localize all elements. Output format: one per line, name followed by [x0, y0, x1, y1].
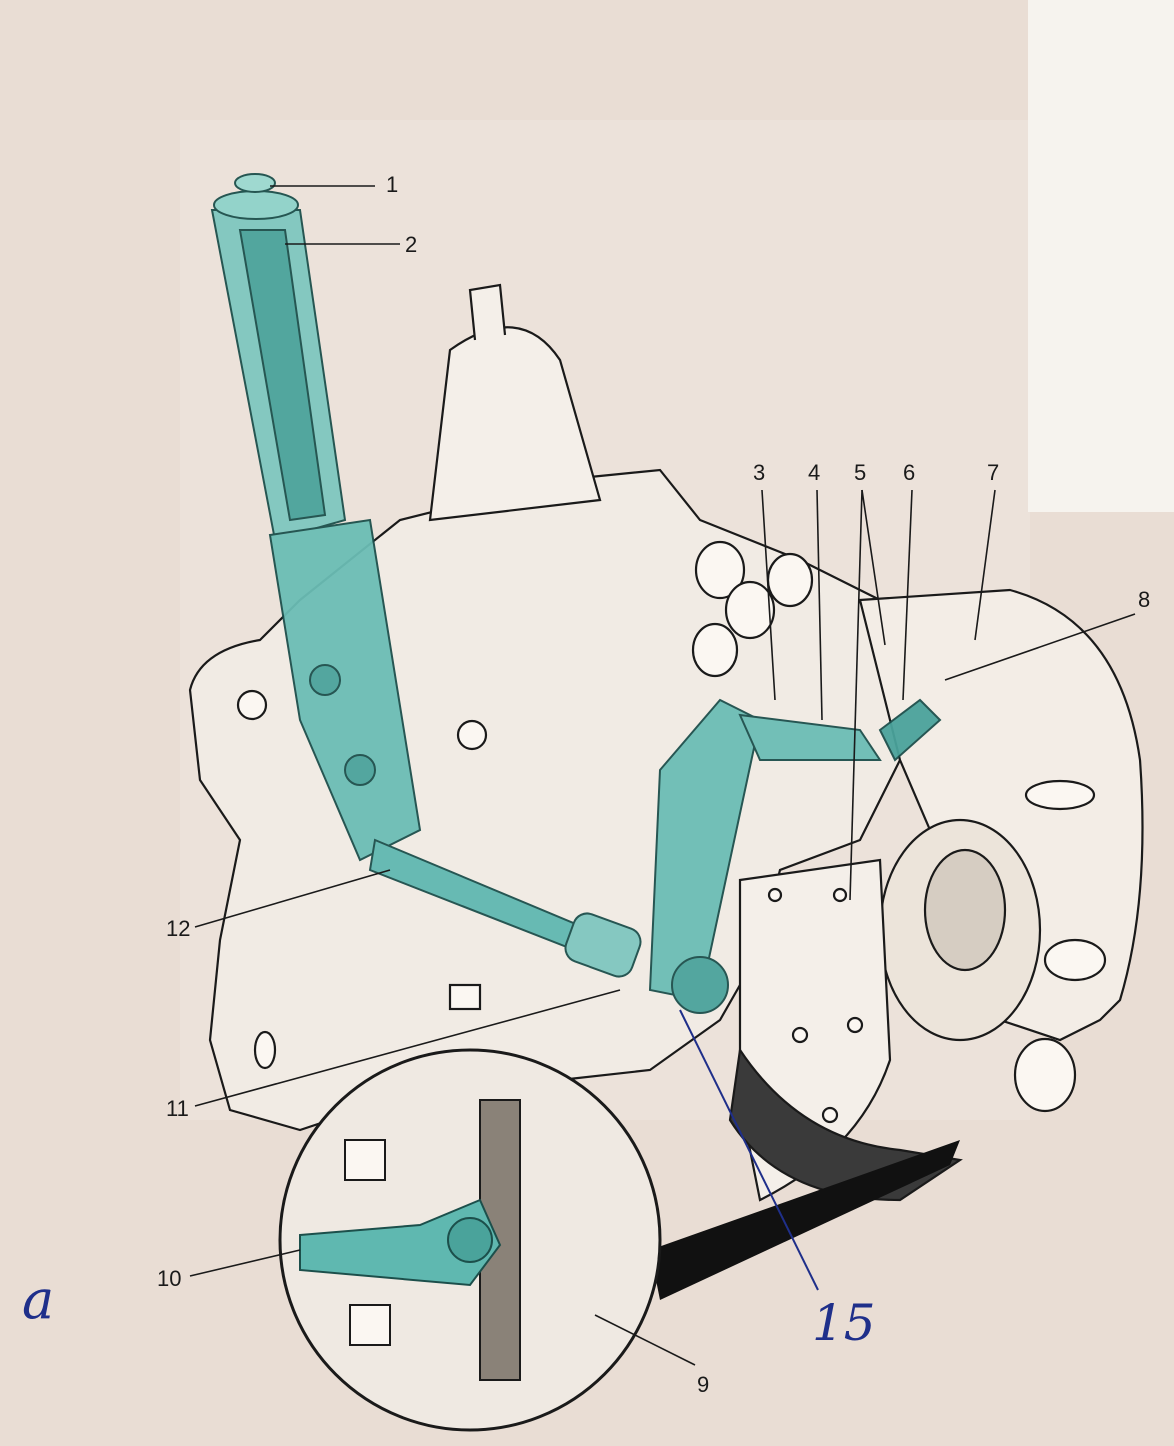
- callout-2: 2: [405, 232, 417, 257]
- callout-3: 3: [753, 460, 765, 485]
- handwritten-number: 15: [812, 1294, 876, 1352]
- callout-1: 1: [386, 172, 398, 197]
- leader-lines: [189, 185, 1136, 1366]
- handwritten-leader: [679, 1009, 819, 1291]
- callout-10: 10: [157, 1266, 181, 1291]
- callout-7: 7: [987, 460, 999, 485]
- white-panel: [1028, 0, 1174, 512]
- handwritten-figure-letter: a: [22, 1268, 54, 1331]
- detail-inset: [278, 1048, 960, 1432]
- teal-linkage: [210, 173, 942, 1014]
- callout-4: 4: [808, 460, 820, 485]
- callout-9: 9: [697, 1372, 709, 1397]
- brake-drum-assembly: [728, 588, 1144, 1202]
- callout-6: 6: [903, 460, 915, 485]
- callout-11: 11: [166, 1096, 189, 1121]
- callout-12: 12: [166, 916, 190, 941]
- callout-8: 8: [1138, 587, 1150, 612]
- callout-5: 5: [854, 460, 866, 485]
